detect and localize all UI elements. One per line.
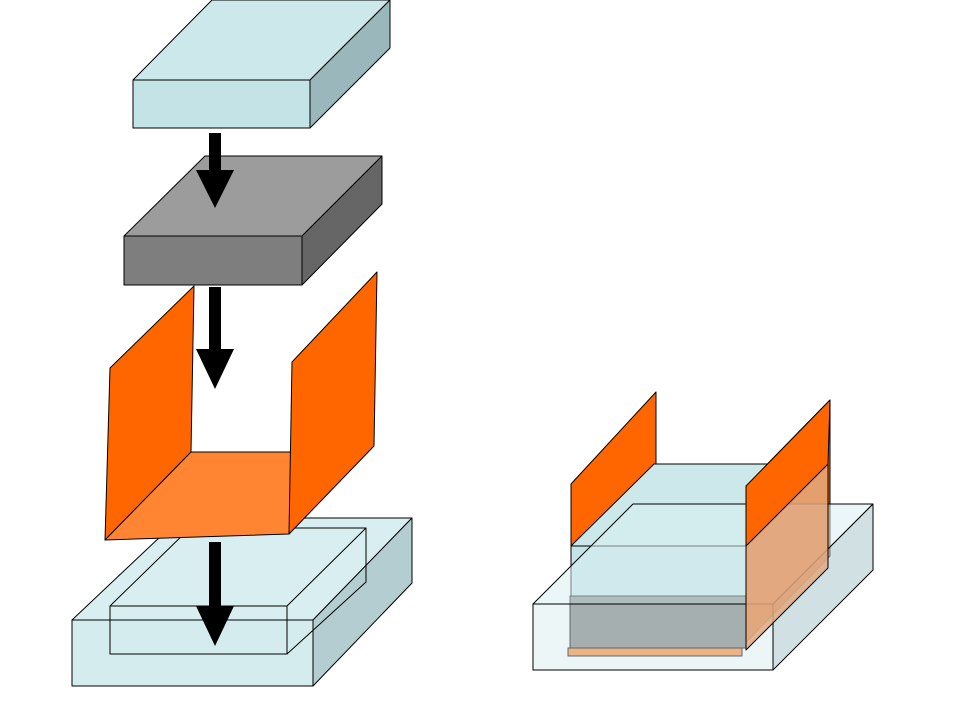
assembled-foil-floor [567,647,743,657]
metal-block [123,155,383,286]
arrow-1-head [196,170,234,208]
arrow-2-head [196,349,234,389]
base-glass-container [71,517,413,687]
base-container-front [71,619,314,687]
top-glass-front [132,79,311,129]
arrow-1-shaft [209,133,221,172]
arrow-2 [196,287,234,389]
exploded-view [71,0,413,687]
arrow-3-head [196,606,234,646]
metal-block-front [123,235,303,286]
assembled-foil-right-wall-top [745,399,831,547]
base-container-cavity-edge [286,527,367,607]
u-shaped-foil [104,271,378,541]
arrow-1 [196,133,234,208]
foil-right-wall [288,271,378,535]
assembled-container-front [532,603,774,671]
arrow-2-shaft [209,287,221,351]
arrow-3-shaft [209,542,221,608]
assembled-view [532,391,874,671]
top-glass-block [132,0,391,129]
arrow-3 [196,542,234,646]
